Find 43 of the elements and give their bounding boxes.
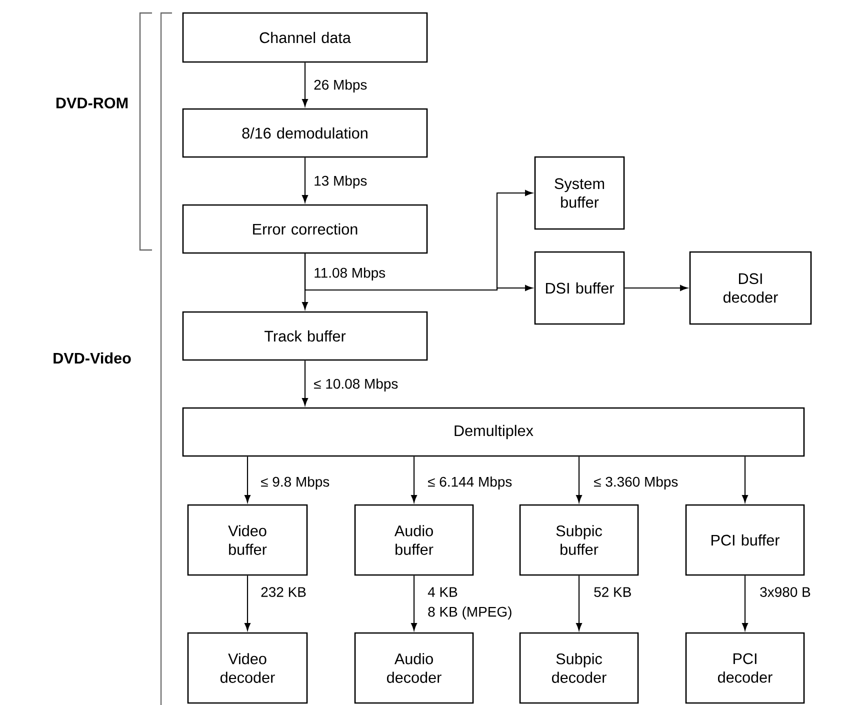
arrow (624, 285, 688, 291)
arrow (302, 360, 308, 406)
process-box: DSI decoder (689, 251, 812, 325)
process-box: DSI buffer (534, 251, 625, 325)
edge-label: 26 Mbps (312, 78, 369, 94)
size-label: 8 KB (MPEG) (426, 605, 514, 621)
process-box: PCI buffer (685, 504, 805, 576)
arrow (411, 456, 417, 503)
process-box: 8/16 demodulation (182, 108, 428, 158)
arrow (302, 62, 308, 107)
arrow (576, 576, 582, 631)
arrow (411, 576, 417, 631)
process-box: Subpic decoder (519, 632, 639, 704)
process-box: Error correction (182, 204, 428, 254)
edge-label: ≤ 9.8 Mbps (259, 475, 331, 491)
process-box: System buffer (534, 156, 625, 230)
edge-label: 13 Mbps (312, 174, 369, 190)
arrow (244, 456, 250, 503)
process-box: Demultiplex (182, 407, 805, 457)
edge-label: 52 KB (592, 586, 634, 598)
process-box: Video decoder (187, 632, 308, 704)
process-box: Video buffer (187, 504, 308, 576)
arrow (302, 158, 308, 203)
process-box: Track buffer (182, 311, 428, 361)
edge-label: 4 KB (426, 586, 460, 598)
process-box: PCI decoder (685, 632, 805, 704)
edge-label: 232 KB (259, 586, 308, 598)
edge-label: 11.08 Mbps (312, 266, 387, 282)
edge-label: ≤ 3.360 Mbps (592, 475, 680, 491)
arrow (244, 576, 250, 631)
section-label: DVD-Video (51, 351, 133, 365)
section-label: DVD-ROM (54, 96, 130, 110)
process-box: Subpic buffer (519, 504, 639, 576)
edge-label: ≤ 6.144 Mbps (426, 475, 514, 491)
process-box: Audio buffer (354, 504, 474, 576)
process-box: Audio decoder (354, 632, 474, 704)
arrow (576, 456, 582, 503)
edge-label: ≤ 10.08 Mbps (312, 377, 400, 393)
arrow (304, 254, 533, 291)
process-box: Channel data (182, 12, 428, 63)
edge-label: 3x980 B (758, 586, 812, 598)
arrow (742, 576, 748, 631)
arrow (742, 456, 748, 503)
